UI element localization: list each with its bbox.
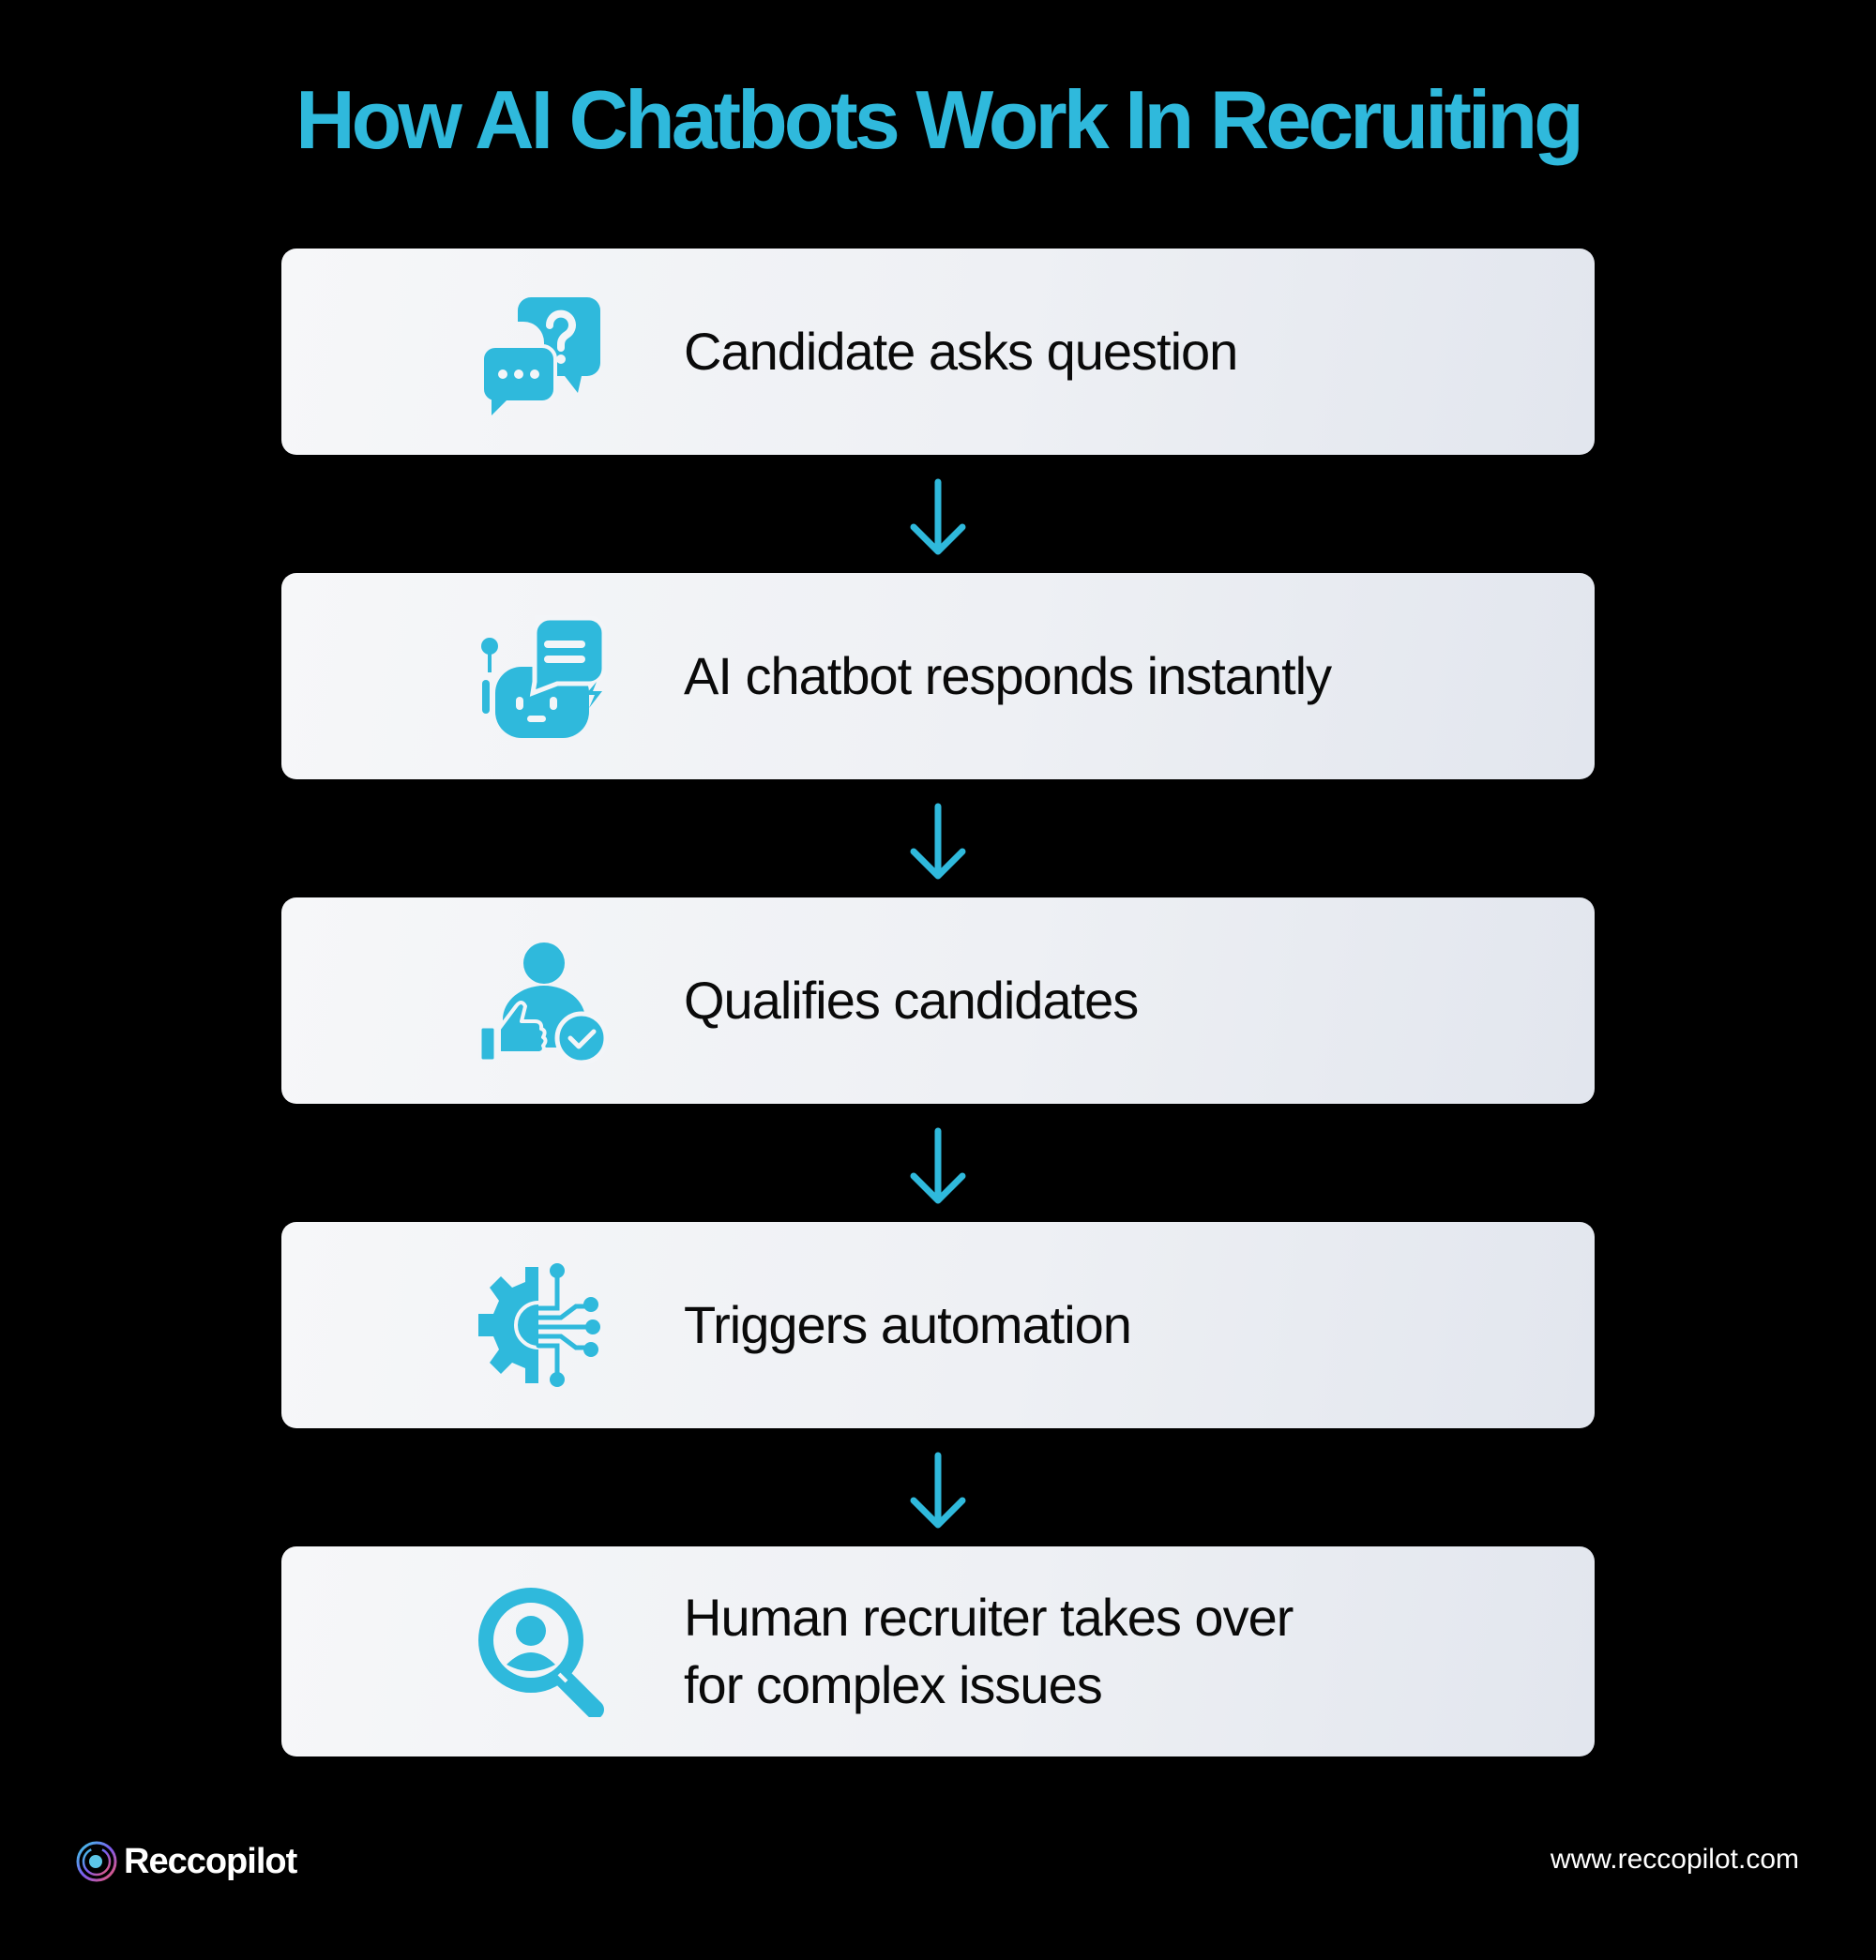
brand-name: Reccopilot <box>124 1841 297 1881</box>
website-link[interactable]: www.reccopilot.com <box>1550 1844 1799 1875</box>
step-card-chatbot-responds: AI chatbot responds instantly <box>281 573 1595 779</box>
step-label: Candidate asks question <box>684 322 1238 381</box>
brand-logo[interactable]: Reccopilot <box>75 1840 297 1883</box>
arrow-down-icon <box>908 803 968 882</box>
page-title: How AI Chatbots Work In Recruiting <box>295 73 1584 166</box>
reccopilot-logo-icon <box>76 1841 117 1882</box>
step-card-human-recruiter: Human recruiter takes over for complex i… <box>281 1546 1595 1756</box>
qualified-candidate-icon <box>477 935 608 1066</box>
step-label: Human recruiter takes over for complex i… <box>684 1588 1294 1714</box>
step-label: Qualifies candidates <box>684 971 1139 1030</box>
step-card-candidate-asks: Candidate asks question <box>281 249 1595 455</box>
arrow-down-icon <box>908 1452 968 1530</box>
chat-question-icon <box>477 286 608 417</box>
step-card-triggers-automation: Triggers automation <box>281 1222 1595 1428</box>
step-label: Triggers automation <box>684 1295 1132 1354</box>
step-label: AI chatbot responds instantly <box>684 646 1332 705</box>
chatbot-icon <box>477 611 608 742</box>
step-card-qualifies: Qualifies candidates <box>281 897 1595 1104</box>
recruiter-search-icon <box>477 1586 608 1717</box>
arrow-down-icon <box>908 478 968 557</box>
arrow-down-icon <box>908 1127 968 1206</box>
automation-gear-icon <box>477 1259 608 1391</box>
